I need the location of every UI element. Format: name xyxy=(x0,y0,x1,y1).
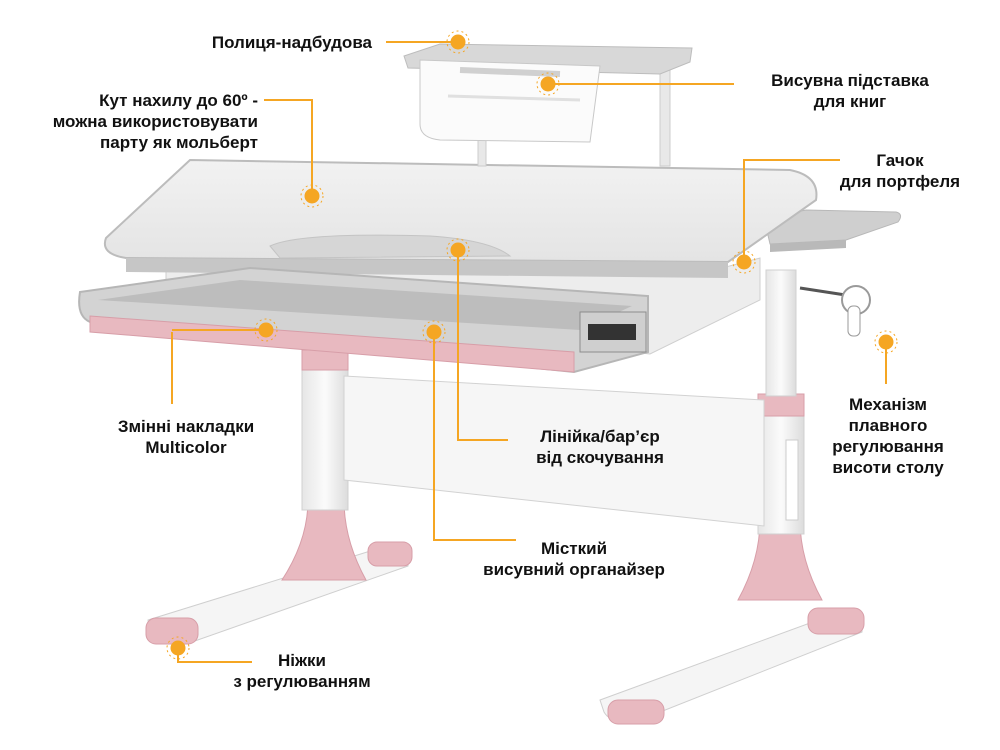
callout-line: Лінійка/бар’єр xyxy=(540,427,660,446)
marker-shelf xyxy=(446,30,470,54)
callout-line: парту як мольберт xyxy=(100,133,258,152)
callout-line: Висувна підставка xyxy=(771,71,929,90)
shelf xyxy=(403,43,693,167)
callout-line: можна використовувати xyxy=(52,112,258,131)
callout-line: від скочування xyxy=(536,448,664,467)
callout-line: Гачок xyxy=(876,151,924,170)
callout-ruler: Лінійка/бар’єр від скочування xyxy=(510,426,690,468)
marker-legs xyxy=(166,636,190,660)
callout-line: Ніжки xyxy=(277,651,326,670)
callout-organizer: Місткий висувний органайзер xyxy=(456,538,692,580)
callout-line: Multicolor xyxy=(145,438,227,457)
desk-top xyxy=(104,158,818,278)
callout-line: Полиця-надбудова xyxy=(211,33,372,52)
callout-line: висувний органайзер xyxy=(483,560,665,579)
callout-line: Місткий xyxy=(540,539,608,558)
marker-ruler xyxy=(446,238,470,262)
callout-markers xyxy=(166,30,898,660)
callout-mechanism: Механізм плавного регулювання висоти сто… xyxy=(808,394,968,478)
side-tray xyxy=(763,209,902,245)
right-leg xyxy=(737,269,823,601)
callout-shelf: Полиця-надбудова xyxy=(212,32,372,53)
callout-line: висоти столу xyxy=(832,458,944,477)
marker-mechanism xyxy=(874,330,898,354)
crank-handle xyxy=(799,285,871,337)
marker-overlays xyxy=(254,318,278,342)
callout-line: з регулюванням xyxy=(233,672,371,691)
drawer xyxy=(78,266,649,374)
callout-tilt: Кут нахилу до 60º - можна використовуват… xyxy=(53,90,258,153)
cross-beam xyxy=(343,375,765,527)
callout-legs: Ніжки з регулюванням xyxy=(212,650,392,692)
callout-line: для портфеля xyxy=(839,172,961,191)
callout-line: Механізм xyxy=(849,395,927,414)
marker-organizer xyxy=(422,320,446,344)
callout-line: Кут нахилу до 60º - xyxy=(99,91,258,110)
left-leg xyxy=(281,349,367,581)
marker-book-stand xyxy=(536,72,560,96)
marker-hook xyxy=(732,250,756,274)
callout-book-stand: Висувна підставка для книг xyxy=(740,70,960,112)
right-foot xyxy=(599,607,865,725)
callout-line: регулювання xyxy=(832,437,944,456)
callout-overlays: Змінні накладки Multicolor xyxy=(86,416,286,458)
callout-line: Змінні накладки xyxy=(117,417,255,436)
left-foot xyxy=(145,541,413,645)
marker-tilt xyxy=(300,184,324,208)
callout-line: для книг xyxy=(813,92,887,111)
callout-hook: Гачок для портфеля xyxy=(820,150,980,192)
callout-line: плавного xyxy=(848,416,928,435)
